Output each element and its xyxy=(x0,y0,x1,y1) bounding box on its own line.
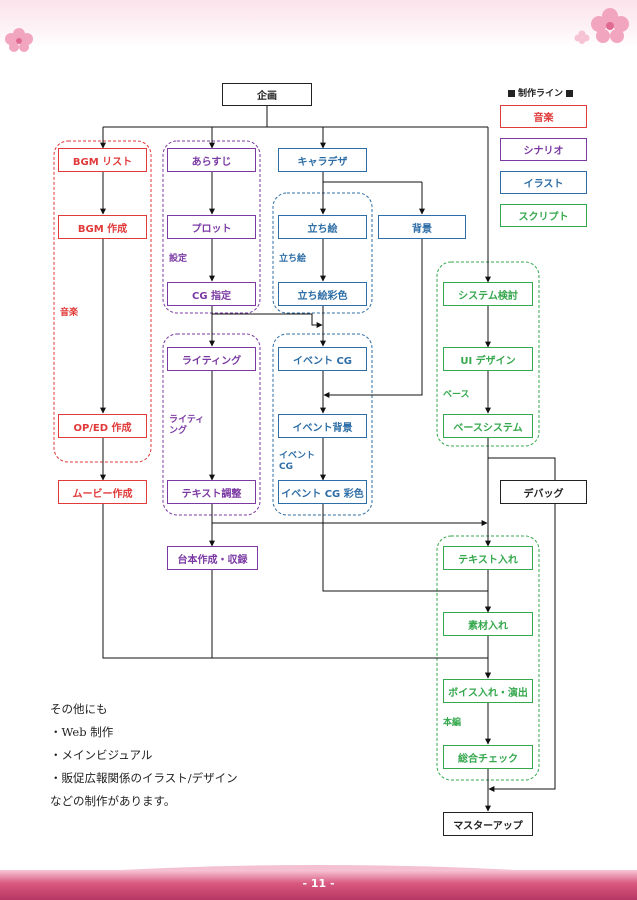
page-number: - 11 - xyxy=(302,877,335,890)
node-label: CG 指定 xyxy=(191,290,232,302)
group-label-line: CG xyxy=(279,462,293,472)
node-haikei: 背景 xyxy=(378,215,466,239)
node-sogo-check: 総合チェック xyxy=(443,745,533,769)
group-label-ongaku: 音楽 xyxy=(60,308,79,318)
node-plot: プロット xyxy=(167,215,256,239)
group-label-writing: ライティ ング xyxy=(169,415,204,437)
group-label-line: ライティ xyxy=(169,415,205,425)
node-label: 台本作成・収録 xyxy=(177,554,248,566)
node-label: マスターアップ xyxy=(453,820,523,832)
node-event-haikei: イベント背景 xyxy=(278,414,367,438)
node-cg-shitei: CG 指定 xyxy=(167,282,256,306)
node-label: 総合チェック xyxy=(458,753,518,765)
node-label: 立ち絵彩色 xyxy=(297,290,348,302)
node-sozai-ire: 素材入れ xyxy=(443,612,533,636)
node-arasuji: あらすじ xyxy=(167,148,256,172)
header-band xyxy=(0,0,637,48)
legend-label: シナリオ xyxy=(523,146,564,157)
group-label-honpen: 本編 xyxy=(443,718,462,728)
node-label: テキスト調整 xyxy=(181,488,242,500)
node-oped: OP/ED 作成 xyxy=(58,414,147,438)
cherry-blossom-icon xyxy=(574,30,590,44)
node-label: イベント背景 xyxy=(292,422,353,434)
notes-line: ・販促広報関係のイラスト/デザイン xyxy=(50,771,238,785)
cherry-blossom-icon xyxy=(5,28,33,52)
group-label-line: イベント xyxy=(279,451,316,461)
legend-title-text: 制作ライン xyxy=(518,89,564,99)
node-label: あらすじ xyxy=(191,156,232,168)
legend-square-icon xyxy=(508,90,515,97)
node-bgm-list: BGM リスト xyxy=(58,148,147,172)
node-label: システム検討 xyxy=(458,290,518,302)
node-movie: ムービー作成 xyxy=(58,480,147,504)
node-label: イベント CG 彩色 xyxy=(281,488,364,500)
node-writing: ライティング xyxy=(167,347,256,371)
node-event-cg: イベント CG xyxy=(278,347,367,371)
node-label: 素材入れ xyxy=(468,620,508,632)
node-text-chosei: テキスト調整 xyxy=(167,480,256,504)
node-system-kento: システム検討 xyxy=(443,282,533,306)
group-label-event-cg: イベント CG xyxy=(279,451,315,473)
legend-item-music: 音楽 xyxy=(500,105,587,128)
legend-label: スクリプト xyxy=(518,212,569,223)
group-label-line: ング xyxy=(169,426,188,436)
arrow xyxy=(323,239,423,398)
node-daihon: 台本作成・収録 xyxy=(167,546,258,570)
node-event-cg-saishoku: イベント CG 彩色 xyxy=(278,480,367,504)
node-label: プロット xyxy=(191,223,232,235)
cherry-blossom-icon xyxy=(591,8,629,43)
node-label: イベント CG xyxy=(292,355,353,367)
node-label: ベースシステム xyxy=(453,422,523,434)
legend-title: 制作ライン xyxy=(505,86,576,99)
node-label: UI デザイン xyxy=(460,355,516,367)
node-label: BGM リスト xyxy=(72,156,133,168)
node-label: ムービー作成 xyxy=(72,488,133,500)
footer-band xyxy=(0,870,637,900)
legend-label: 音楽 xyxy=(533,113,554,124)
node-label: BGM 作成 xyxy=(77,223,128,235)
node-label: テキスト入れ xyxy=(458,554,518,566)
group-label-settei: 設定 xyxy=(169,254,188,264)
node-label: デバッグ xyxy=(523,488,564,500)
notes-block: その他にも ・Web 制作 ・メインビジュアル ・販促広報関係のイラスト/デザイ… xyxy=(50,698,238,813)
legend-item-script: スクリプト xyxy=(500,204,587,227)
node-text-ire: テキスト入れ xyxy=(443,546,533,570)
node-debug: デバッグ xyxy=(500,480,587,504)
node-label: OP/ED 作成 xyxy=(73,422,132,434)
legend-square-icon xyxy=(566,90,574,97)
node-kikaku: 企画 xyxy=(222,83,312,106)
notes-line: などの制作があります。 xyxy=(50,794,176,808)
group-label-base: ベース xyxy=(443,390,470,400)
legend-item-scenario: シナリオ xyxy=(500,138,587,161)
node-ui-design: UI デザイン xyxy=(443,347,533,371)
arrow xyxy=(488,504,556,792)
node-tachie: 立ち絵 xyxy=(278,215,367,239)
node-chara-design: キャラデザ xyxy=(278,148,367,172)
node-label: 企画 xyxy=(257,91,277,102)
node-voice-ire: ボイス入れ・演出 xyxy=(443,679,533,703)
legend-label: イラスト xyxy=(523,179,564,190)
node-label: ライティング xyxy=(181,355,242,367)
connector xyxy=(488,457,556,480)
notes-line: その他にも xyxy=(50,702,108,716)
notes-line: ・Web 制作 xyxy=(50,725,114,739)
node-tachie-saishoku: 立ち絵彩色 xyxy=(278,282,367,306)
node-label: ボイス入れ・演出 xyxy=(448,687,528,699)
node-base-system: ベースシステム xyxy=(443,414,533,438)
connector xyxy=(322,172,422,183)
node-master-up: マスターアップ xyxy=(443,812,533,836)
arrow xyxy=(212,313,323,328)
notes-line: ・メインビジュアル xyxy=(50,748,153,762)
group-label-tachie: 立ち絵 xyxy=(279,254,307,264)
node-label: 立ち絵 xyxy=(307,223,338,235)
node-label: キャラデザ xyxy=(297,156,348,168)
node-bgm-sakusei: BGM 作成 xyxy=(58,215,147,239)
node-label: 背景 xyxy=(412,223,432,235)
legend-item-illust: イラスト xyxy=(500,171,587,194)
